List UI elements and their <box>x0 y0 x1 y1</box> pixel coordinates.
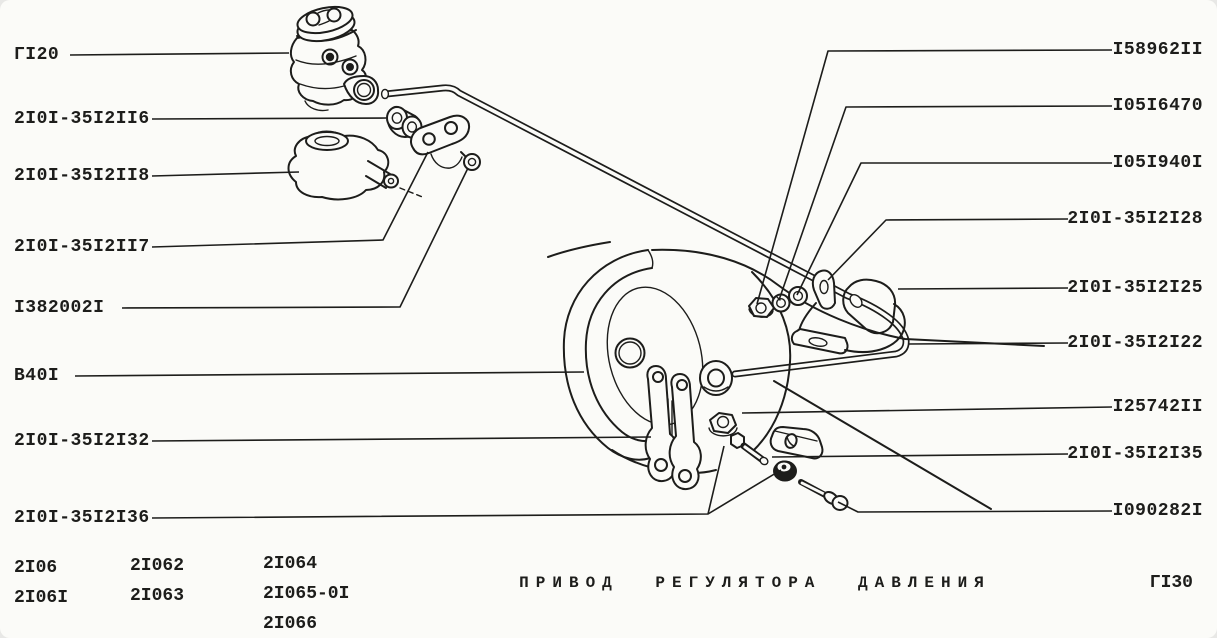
cushion-drawing <box>842 278 897 335</box>
rod-eye-bushing-drawing <box>699 360 733 396</box>
leader-line-torsion-rod <box>907 342 1069 345</box>
leader-line-plate <box>771 453 1069 458</box>
part-label-torsion-lever: 2I0I-35I2I32 <box>14 431 150 451</box>
part-label-spacer-bushing: 2I0I-35I2II6 <box>14 109 150 129</box>
leader-line-nut <box>756 49 1113 305</box>
leader-line-protective-cap <box>151 171 300 177</box>
drive-lever-drawing <box>410 114 471 169</box>
model-column-1: 2I06 2I06I <box>14 553 68 613</box>
leader-line-pressure-regulator <box>69 52 290 56</box>
leader-line-flat-washer <box>796 162 1112 296</box>
nut-drawing <box>748 297 775 318</box>
part-label-bracket: 2I0I-35I2I28 <box>1067 209 1203 229</box>
part-label-flat-washer: I05I940I <box>1112 153 1203 173</box>
model-number: 2I066 <box>263 614 318 634</box>
part-label-nut: I58962II <box>1112 40 1203 60</box>
leader-line-lever-bolt <box>121 167 469 309</box>
flat-washer-drawing <box>788 286 808 306</box>
part-label-fastener-set: 2I0I-35I2I36 <box>14 508 150 528</box>
part-label-washer: I25742II <box>1112 397 1203 417</box>
leader-line-axle-housing <box>74 371 585 377</box>
part-label-lever-bolt: I382002I <box>14 298 105 318</box>
part-label-pin: I090282I <box>1112 501 1203 521</box>
pin-drawing <box>798 479 849 511</box>
bracket-drawing <box>790 269 906 355</box>
spring-washer-drawing <box>771 293 791 313</box>
leader-line-torsion-lever <box>151 436 652 442</box>
part-label-protective-cap: 2I0I-35I2II8 <box>14 166 150 186</box>
torsion-rod-drawing <box>380 84 910 378</box>
part-label-torsion-rod: 2I0I-35I2I22 <box>1067 333 1203 353</box>
lever-bolt-drawing <box>460 151 481 171</box>
model-number: 2I063 <box>130 586 185 606</box>
part-label-cushion: 2I0I-35I2I25 <box>1067 278 1203 298</box>
model-column-2: 2I062 2I063 <box>130 551 184 611</box>
model-number: 2I064 <box>263 554 318 574</box>
model-number: 2I06I <box>14 588 69 608</box>
leader-line-drive-lever <box>151 151 429 248</box>
set-nut-drawing <box>773 460 797 482</box>
part-label-axle-housing: B40I <box>14 366 60 386</box>
flanged-nut-drawing <box>708 412 738 437</box>
plate-drawing <box>769 426 824 460</box>
leader-line-pin <box>837 501 1113 513</box>
leader-line-bracket <box>827 218 1069 281</box>
part-label-plate: 2I0I-35I2I35 <box>1067 444 1203 464</box>
torsion-lever-drawing <box>644 365 702 491</box>
leader-line-fastener-set <box>707 469 782 515</box>
part-label-spring-washer: I05I6470 <box>1112 96 1203 116</box>
leader-line-washer <box>741 406 1113 414</box>
diagram-caption: ПРИВОД РЕГУЛЯТОРА ДАВЛЕНИЯ <box>519 574 991 592</box>
set-bolt-drawing <box>730 432 769 466</box>
leader-line-spacer-bushing <box>151 117 387 120</box>
leader-line-cushion <box>897 287 1069 290</box>
pressure-regulator-drawing <box>289 5 380 112</box>
part-label-drive-lever: 2I0I-35I2II7 <box>14 237 150 257</box>
part-label-pressure-regulator: ГI20 <box>14 45 60 65</box>
model-number: 2I062 <box>130 556 185 576</box>
leader-line-spring-washer <box>778 105 1113 301</box>
model-column-3: 2I064 2I065-0I 2I066 <box>263 549 349 638</box>
leader-lines <box>69 49 1113 519</box>
model-number: 2I06 <box>14 558 58 578</box>
sheet-code: ГI30 <box>1149 573 1193 593</box>
model-number: 2I065-0I <box>263 584 350 604</box>
leader-line-fastener-set <box>151 445 725 519</box>
protective-cap-drawing <box>287 130 426 201</box>
